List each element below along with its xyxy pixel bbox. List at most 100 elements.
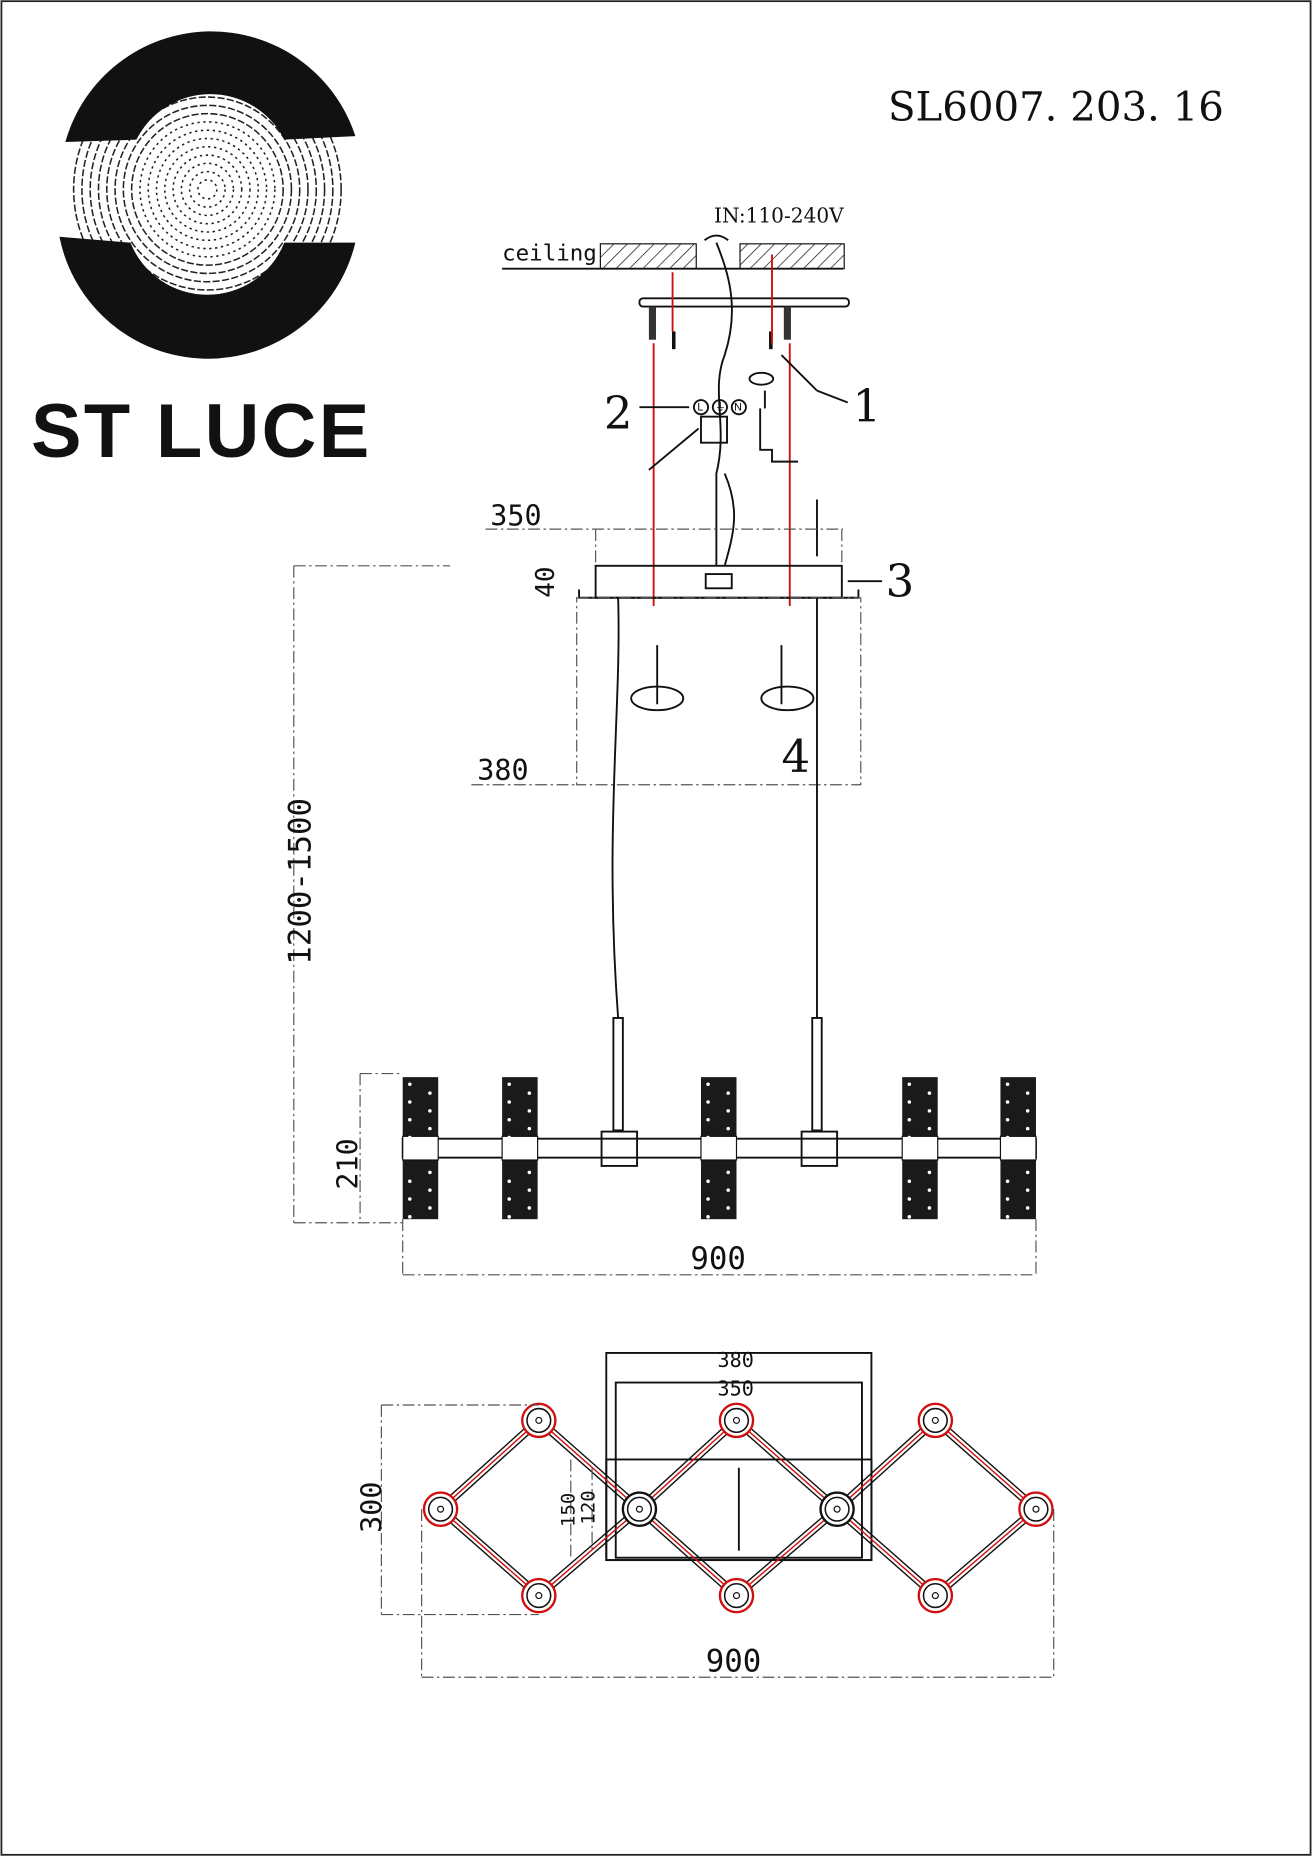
plan-arm [535, 1422, 638, 1513]
crystal-sparkle [507, 1135, 511, 1140]
terminal-earth: ⏚ [715, 402, 726, 414]
crystal-sparkle [726, 1091, 730, 1095]
plan-arm-center [440, 1508, 540, 1597]
crystal-sparkle [507, 1179, 511, 1184]
plan-node-ring [723, 1407, 750, 1434]
crystal-sparkle [907, 1100, 912, 1104]
plan-arm-center [638, 1419, 737, 1510]
plan-node-ring [626, 1496, 653, 1522]
dim-210: 210 [332, 1138, 365, 1189]
logo-ring [106, 88, 309, 291]
plan-arm [641, 1422, 740, 1513]
crystal-sparkle [408, 1197, 412, 1201]
crystal-sparkle [907, 1135, 912, 1140]
dim-plan-380: 380 [718, 1348, 754, 1372]
plan-arm [932, 1422, 1035, 1513]
crystal-sparkle [408, 1179, 412, 1184]
plan-arm-center [538, 1419, 640, 1510]
connector-right [800, 1130, 839, 1167]
lamp-crystal-lower [402, 1160, 439, 1220]
plan-node-ring [824, 1496, 850, 1522]
plan-arm [733, 1422, 836, 1513]
brand-logo: ST LUCE [31, 31, 372, 474]
plan-arm [834, 1511, 934, 1599]
ceiling-label: ceiling [502, 240, 597, 266]
crystal-sparkle [927, 1223, 932, 1228]
crystal-sparkle [726, 1188, 730, 1192]
plan-arm-center [836, 1508, 936, 1597]
installation-diagram: IN:110-240V ceiling L ⏚ N 2 1 3 4 [471, 204, 914, 787]
crystal-sparkle [706, 1179, 710, 1184]
brand-name: ST LUCE [31, 389, 372, 474]
crystal-sparkle [527, 1126, 532, 1131]
plan-arm [738, 1511, 840, 1599]
model-number: SL6007. 203. 16 [888, 85, 1224, 131]
plan-arm [437, 1511, 537, 1599]
logo-ring [164, 146, 251, 233]
dim-plan-350: 350 [718, 1377, 754, 1401]
fixture-elevation: 1200-1500 210 900 [282, 565, 1037, 1277]
crystal-sparkle [927, 1170, 932, 1175]
canopy-vent [704, 573, 733, 590]
lamp-module [501, 1077, 539, 1228]
plan-node-center [931, 1592, 939, 1600]
plan-arm-center [538, 1508, 640, 1597]
crystal-sparkle [726, 1170, 730, 1175]
crystal-sparkle [428, 1223, 432, 1228]
canopy-flange [578, 589, 860, 599]
crystal-sparkle [907, 1117, 912, 1122]
crystal-sparkle [706, 1215, 710, 1219]
crystal-sparkle [927, 1188, 932, 1192]
crystal-sparkle [1005, 1100, 1010, 1104]
suspension-cable-left [611, 597, 620, 1019]
plan-arm [442, 1505, 542, 1594]
logo-lower-arc [59, 236, 356, 359]
crystal-sparkle [706, 1100, 710, 1104]
crystal-sparkle [428, 1206, 432, 1210]
connector-left [600, 1130, 639, 1167]
crystal-sparkle [408, 1100, 412, 1104]
crystal-sparkle [507, 1215, 511, 1219]
arrow-up-icons [656, 645, 783, 705]
crystal-sparkle [527, 1188, 532, 1192]
plan-arm [839, 1422, 939, 1513]
plan-node-center [732, 1416, 741, 1424]
lamp-collar [402, 1135, 439, 1161]
plan-arm-center [934, 1508, 1037, 1597]
plan-arm [937, 1511, 1039, 1599]
crystal-sparkle [527, 1223, 532, 1228]
dim-900-plan: 900 [706, 1643, 762, 1679]
crystal-sparkle [1005, 1215, 1010, 1219]
plan-arm [636, 1417, 735, 1508]
plan-node-ring [922, 1407, 948, 1434]
lamp-crystal-lower [902, 1160, 938, 1220]
plan-node-center [931, 1416, 939, 1424]
hex-key-icon [759, 390, 799, 463]
lamp-collar [700, 1135, 738, 1161]
crystal-sparkle [1005, 1135, 1010, 1140]
crystal-sparkle [1025, 1109, 1030, 1113]
crystal-sparkle [726, 1223, 730, 1228]
lamp-module [901, 1077, 939, 1228]
lamp-crystal-lower [502, 1160, 538, 1220]
screwdriver-icon [648, 427, 700, 471]
crystal-sparkle [408, 1135, 412, 1140]
logo-upper-arc [65, 31, 356, 143]
dim-suspension-height: 1200-1500 [282, 798, 318, 965]
plan-arm [536, 1505, 638, 1594]
logo-ring [188, 170, 226, 208]
logo-ring [122, 104, 293, 275]
crystal-sparkle [507, 1197, 511, 1201]
crystal-sparkle [527, 1170, 532, 1175]
plan-canopy-section [605, 1458, 873, 1562]
crystal-sparkle [428, 1126, 432, 1131]
plan-node-center [635, 1505, 643, 1513]
suspension-rod-left [612, 1017, 624, 1132]
plan-arm [733, 1505, 836, 1594]
crystal-sparkle [507, 1117, 511, 1122]
crystal-sparkle [507, 1100, 511, 1104]
suspension-rod-right [811, 1017, 823, 1132]
plan-arm [636, 1511, 735, 1599]
dim-150: 150 [557, 1493, 579, 1527]
